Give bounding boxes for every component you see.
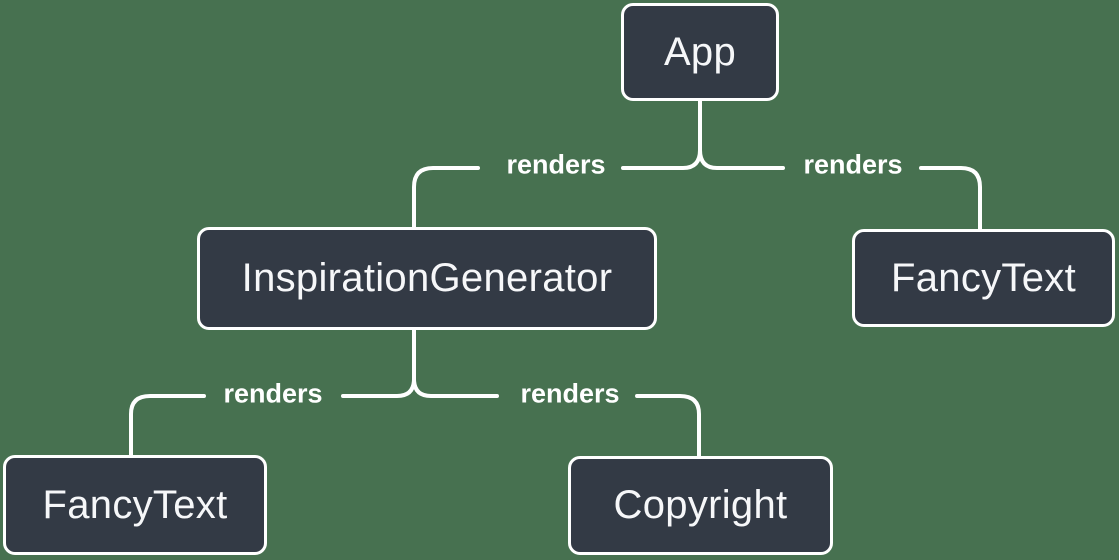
edge-inspirationgenerator-to-copyright-branch (412, 377, 499, 398)
tree-node-inspiration-generator-label: InspirationGenerator (241, 256, 613, 300)
tree-node-fancy-text-top: FancyText (852, 229, 1115, 327)
edge-app-to-inspirationgenerator-branch (621, 148, 702, 170)
edge-app-to-inspirationgenerator-drop (412, 166, 480, 231)
tree-node-inspiration-generator: InspirationGenerator (197, 227, 657, 330)
edge-inspirationgenerator-to-copyright-drop (635, 394, 701, 460)
edge-label-app-inspirationgenerator: renders (506, 149, 606, 180)
edge-label-app-fancytext: renders (803, 149, 903, 180)
tree-node-copyright-label: Copyright (613, 483, 788, 527)
edge-inspirationgenerator-to-fancytext-branch (341, 377, 416, 398)
tree-node-fancy-text-bottom-label: FancyText (42, 482, 228, 527)
edge-app-to-fancytext-branch (698, 148, 785, 170)
tree-node-fancy-text-bottom: FancyText (3, 455, 267, 555)
edge-inspirationgenerator-to-fancytext-drop (129, 394, 206, 459)
edge-label-inspirationgenerator-copyright: renders (520, 378, 620, 409)
tree-node-app-label: App (663, 29, 737, 74)
edge-label-inspirationgenerator-fancytext: renders (223, 378, 323, 409)
tree-node-app: App (621, 3, 779, 101)
edge-app-to-fancytext-drop (919, 166, 982, 233)
tree-node-copyright: Copyright (568, 456, 833, 555)
tree-node-fancy-text-top-label: FancyText (891, 255, 1076, 300)
